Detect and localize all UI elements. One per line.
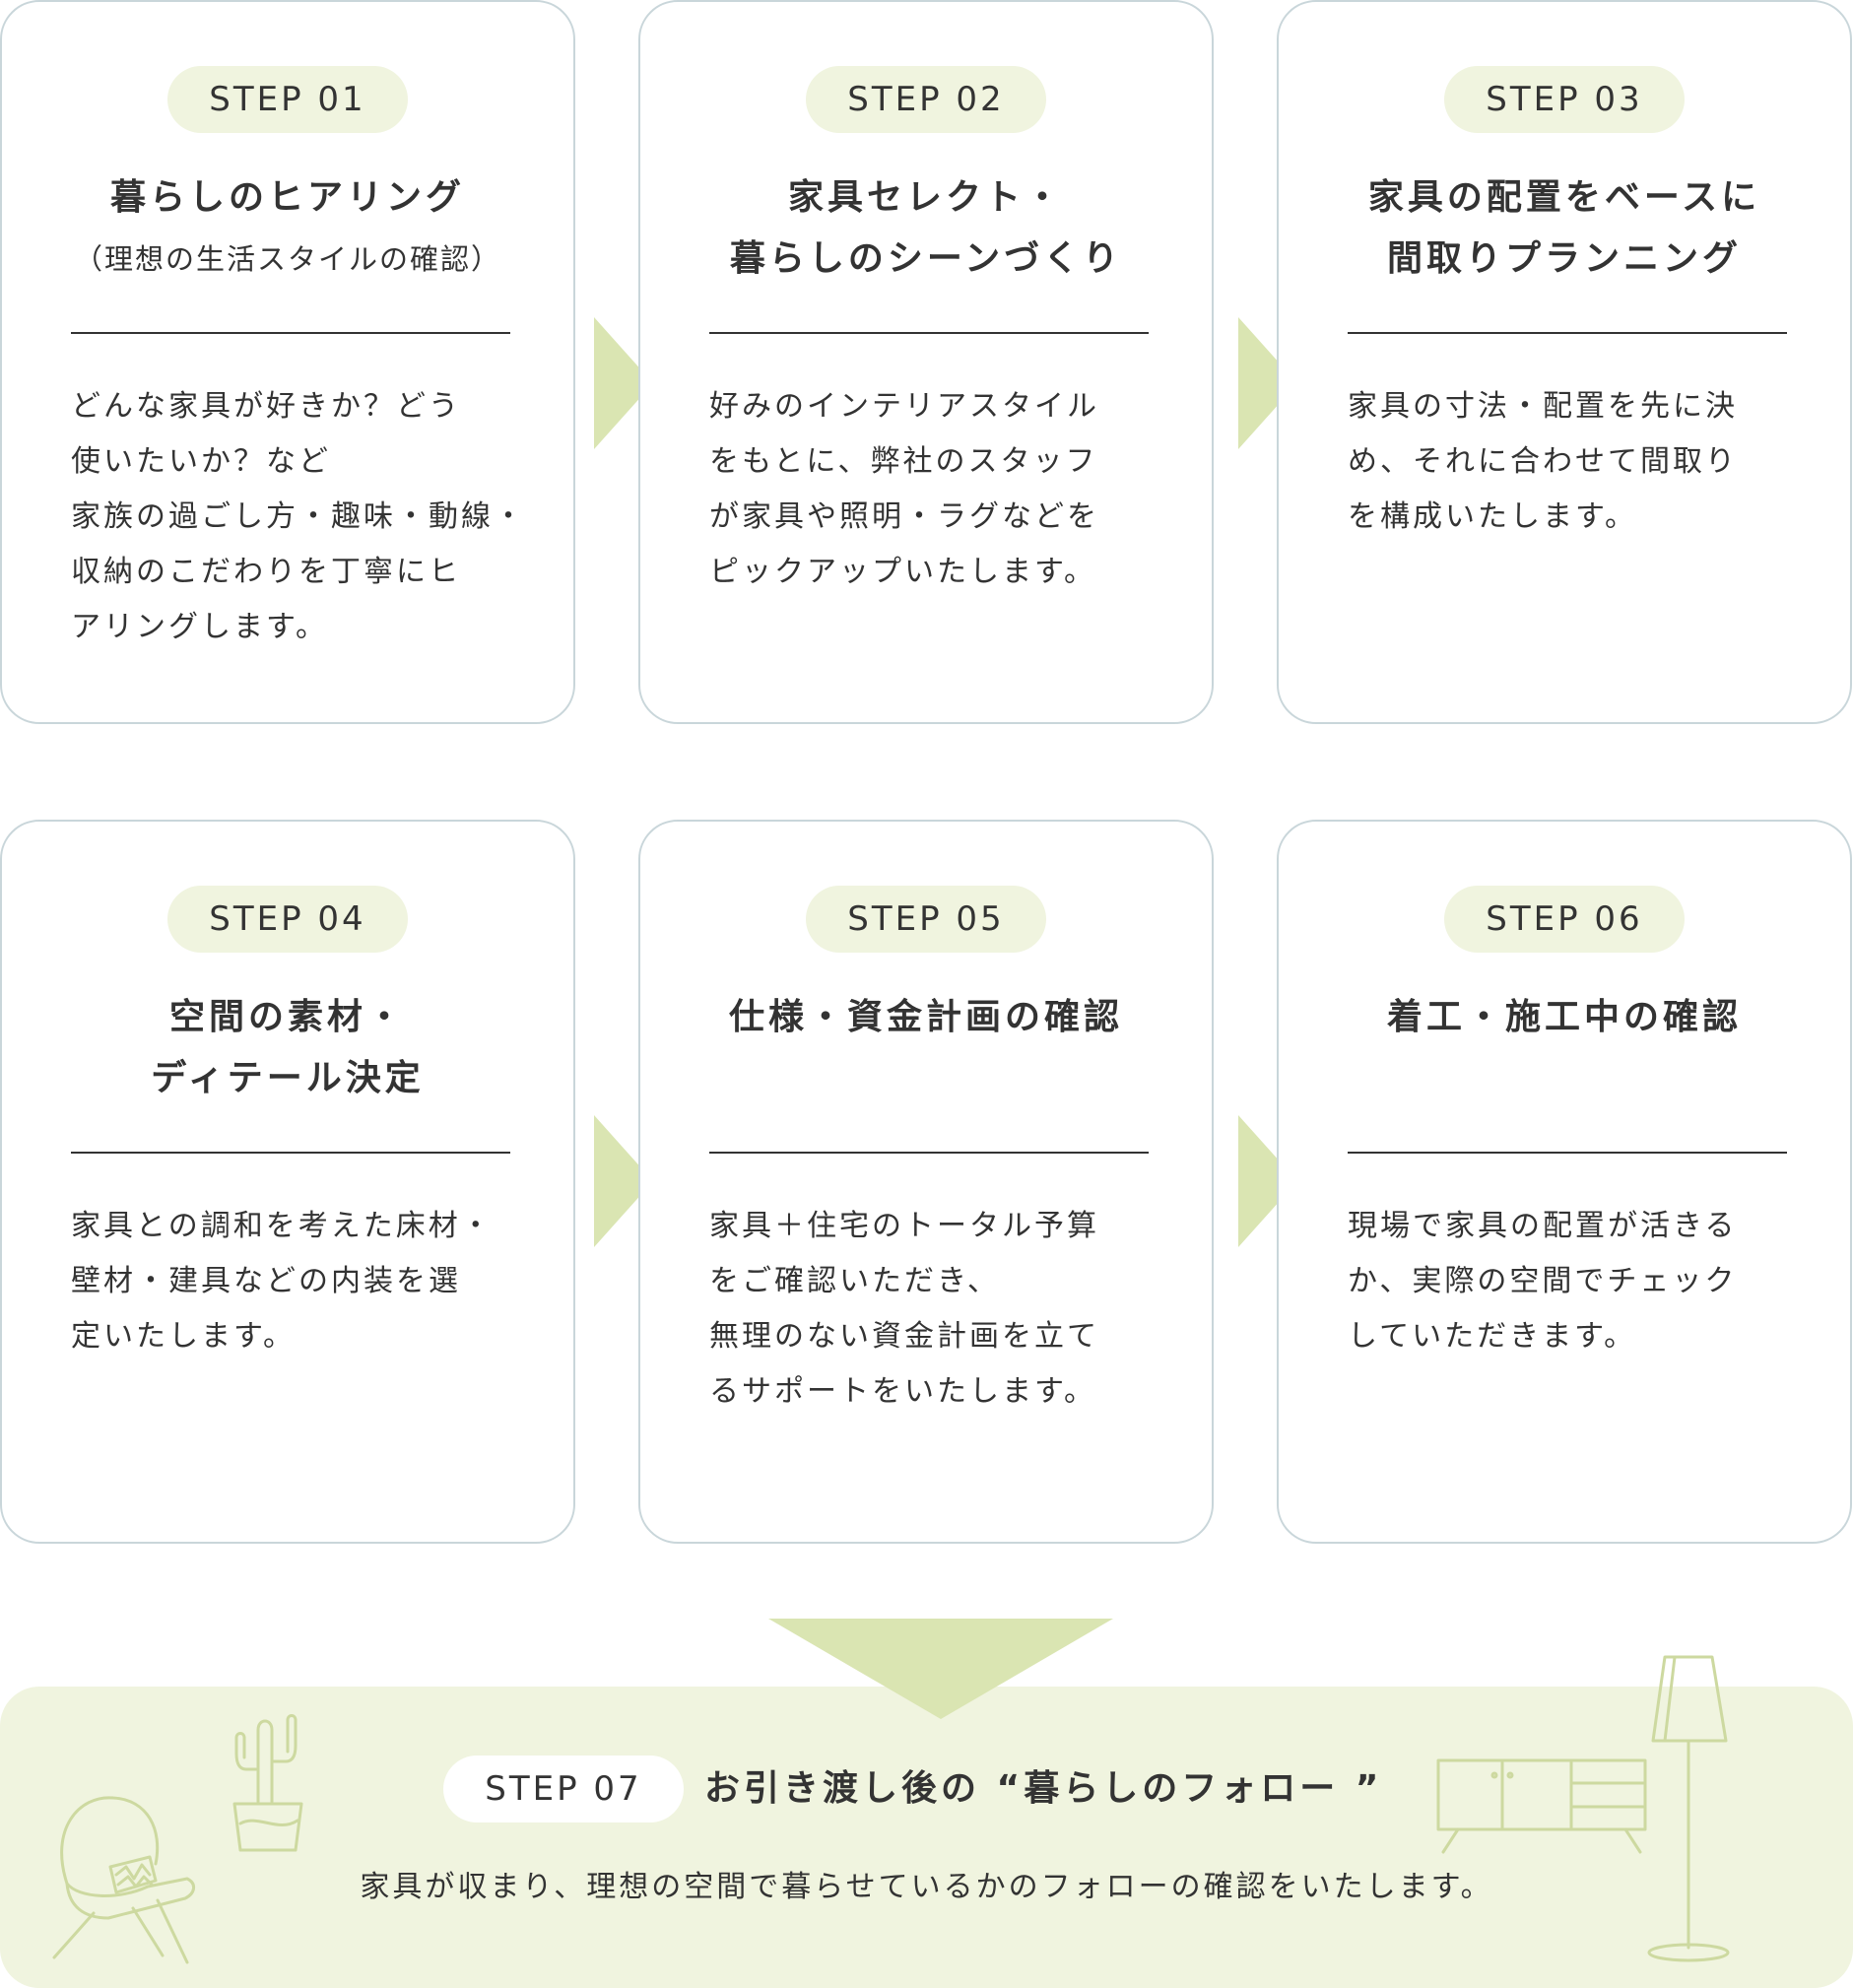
step-badge: STEP 04 [167,886,408,953]
step-badge: STEP 03 [1444,66,1685,133]
step-badge: STEP 05 [806,886,1046,953]
arrow-down-icon [768,1619,1113,1719]
step-badge: STEP 07 [443,1756,684,1822]
arrow-right-icon [594,1115,653,1247]
step-title: 暮らしのヒアリング （理想の生活スタイルの確認） [22,167,554,290]
step-description: 現場で家具の配置が活きる か、実際の空間でチェック していただきます。 [1348,1209,1738,1354]
step-card-05: STEP 05 仕様・資金計画の確認 家具＋住宅のトータル予算 をご確認いただき… [638,820,1214,1544]
step-card-06: STEP 06 着工・施工中の確認 現場で家具の配置が活きる か、実際の空間でチ… [1277,820,1852,1544]
divider [1348,1152,1787,1154]
step-title: 家具の配置をベースに 間取りプランニング [1367,177,1761,279]
step-description: 家具の寸法・配置を先に決 め、それに合わせて間取り を構成いたします。 [1348,389,1738,534]
step-description: 家具＋住宅のトータル予算 をご確認いただき、 無理のない資金計画を立て るサポー… [709,1209,1099,1409]
arrow-right-icon [1238,317,1297,449]
step-description: 好みのインテリアスタイル をもとに、弊社のスタッフ が家具や照明・ラグなどを ピ… [709,389,1099,589]
cactus-plant-icon [232,1714,303,1852]
step-description: 家具との調和を考えた床材・ 壁材・建具などの内装を選 定いたします。 [71,1209,494,1354]
chair-icon [52,1796,195,1964]
step-subtitle: （理想の生活スタイルの確認） [73,242,501,276]
floor-lamp-icon [1647,1655,1730,1962]
divider [709,1152,1149,1154]
divider [709,332,1149,334]
step-badge: STEP 06 [1444,886,1685,953]
divider [71,1152,510,1154]
divider [71,332,510,334]
step-description: どんな家具が好きか？どう 使いたいか？など 家族の過ごし方・趣味・動線・ 収納の… [71,389,526,644]
arrow-right-icon [1238,1115,1297,1247]
divider [1348,332,1787,334]
step-title: 仕様・資金計画の確認 [728,997,1123,1037]
step-title: お引き渡し後の “暮らしのフォロー ” [704,1768,1383,1809]
step-card-04: STEP 04 空間の素材・ ディテール決定 家具との調和を考えた床材・ 壁材・… [0,820,575,1544]
step-description: 家具が収まり、理想の空間で暮らせているかのフォローの確認をいたします。 [360,1870,1493,1904]
step-badge: STEP 02 [806,66,1046,133]
step-card-02: STEP 02 家具セレクト・ 暮らしのシーンづくり 好みのインテリアスタイル … [638,0,1214,724]
step-title: 空間の素材・ ディテール決定 [151,997,425,1098]
sideboard-icon [1436,1758,1647,1854]
step-title: 家具セレクト・ 暮らしのシーンづくり [729,177,1123,279]
step-card-07: STEP 07 お引き渡し後の “暮らしのフォロー ” 家具が収まり、理想の空間… [0,1655,1853,1988]
step-card-03: STEP 03 家具の配置をベースに 間取りプランニング 家具の寸法・配置を先に… [1277,0,1852,724]
arrow-right-icon [594,317,653,449]
step-title: 着工・施工中の確認 [1386,997,1742,1037]
step-badge: STEP 01 [167,66,408,133]
step-card-01: STEP 01 暮らしのヒアリング （理想の生活スタイルの確認） どんな家具が好… [0,0,575,724]
